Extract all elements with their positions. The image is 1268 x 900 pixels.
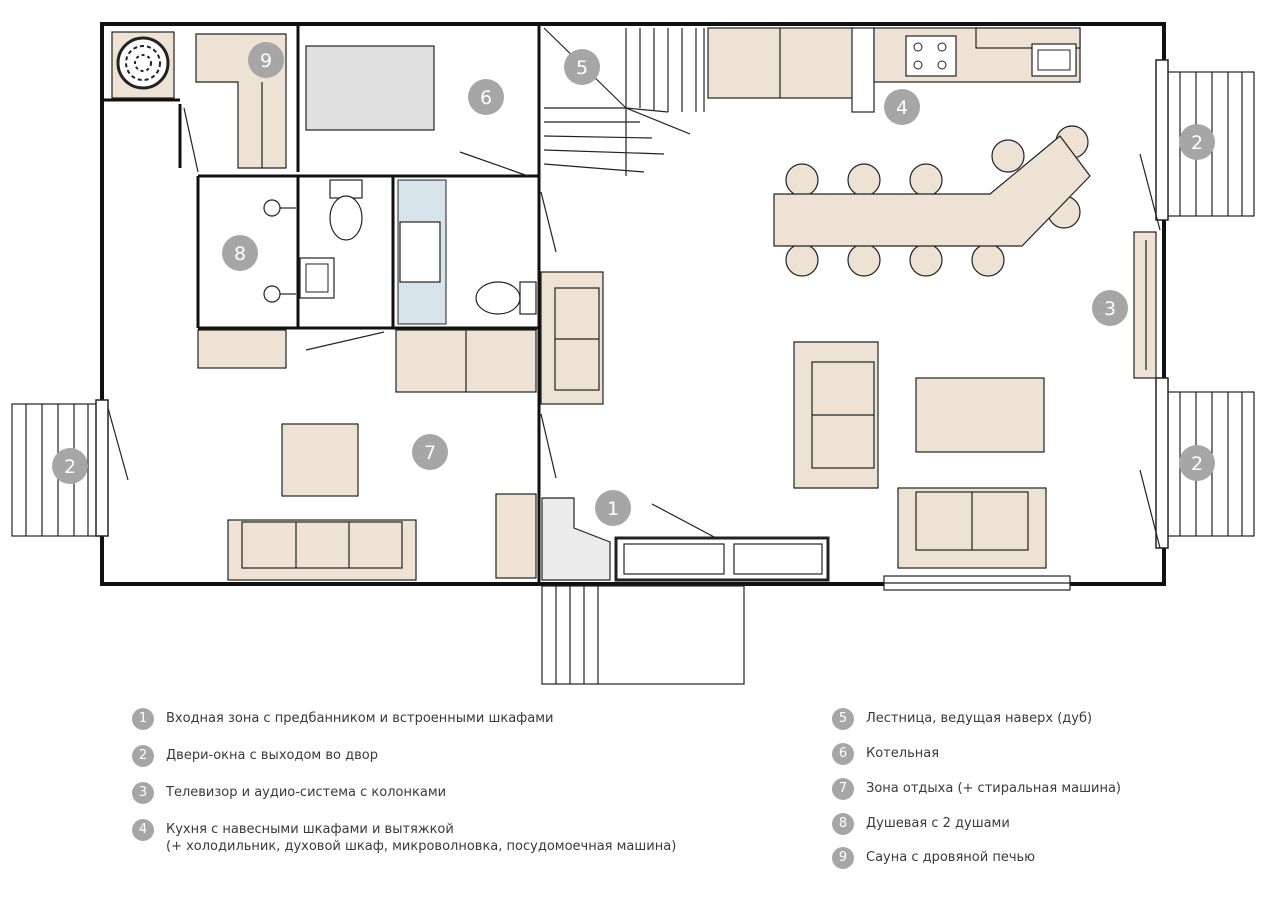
legend-label: Кухня с навесными шкафами и вытяжкой bbox=[166, 822, 454, 837]
legend-label: Зона отдыха (+ стиральная машина) bbox=[866, 781, 1121, 796]
marker-2-top-right: 2 bbox=[1179, 124, 1215, 160]
wc-left bbox=[299, 179, 363, 299]
svg-text:5: 5 bbox=[576, 57, 588, 79]
svg-text:3: 3 bbox=[1104, 298, 1116, 320]
marker-8: 8 bbox=[222, 235, 258, 271]
legend-label: Лестница, ведущая наверх (дуб) bbox=[866, 711, 1093, 726]
marker-2-left: 2 bbox=[52, 448, 88, 484]
legend-label: Сауна с дровяной печью bbox=[866, 850, 1036, 865]
legend-item-3: 3 Телевизор и аудио-система с колонками bbox=[132, 782, 446, 804]
svg-text:1: 1 bbox=[607, 498, 619, 520]
marker-9: 9 bbox=[248, 42, 284, 78]
legend-badge: 9 bbox=[832, 847, 854, 869]
legend-item-1: 1 Входная зона с предбанником и встроенн… bbox=[132, 708, 554, 730]
legend-label-group: Кухня с навесными шкафами и вытяжкой (+ … bbox=[166, 819, 676, 855]
legend-label: Входная зона с предбанником и встроенным… bbox=[166, 711, 554, 726]
legend-badge: 4 bbox=[132, 819, 154, 841]
svg-text:4: 4 bbox=[896, 97, 908, 119]
svg-text:8: 8 bbox=[234, 243, 246, 265]
legend-item-2: 2 Двери-окна с выходом во двор bbox=[132, 745, 378, 767]
showers bbox=[263, 199, 296, 303]
outer-wall bbox=[100, 22, 1166, 586]
hall-sofa bbox=[540, 271, 604, 405]
sauna-stove bbox=[111, 31, 175, 99]
bar-table bbox=[773, 125, 1091, 277]
doors bbox=[178, 104, 717, 625]
marker-7: 7 bbox=[412, 434, 448, 470]
kitchen-counters bbox=[707, 27, 1081, 113]
wc-right bbox=[399, 221, 537, 315]
svg-text:2: 2 bbox=[1191, 132, 1203, 154]
svg-text:2: 2 bbox=[64, 456, 76, 478]
legend-label: Котельная bbox=[866, 746, 940, 761]
living-furniture bbox=[793, 341, 1047, 569]
interior-walls bbox=[102, 24, 541, 584]
svg-text:2: 2 bbox=[1191, 453, 1203, 475]
legend-item-7: 7 Зона отдыха (+ стиральная машина) bbox=[832, 778, 1121, 800]
legend-item-6: 6 Котельная bbox=[832, 743, 939, 765]
svg-text:7: 7 bbox=[424, 442, 436, 464]
marker-1: 1 bbox=[595, 490, 631, 526]
legend-badge: 7 bbox=[832, 778, 854, 800]
legend-badge: 6 bbox=[832, 743, 854, 765]
marker-4: 4 bbox=[884, 89, 920, 125]
marker-5: 5 bbox=[564, 49, 600, 85]
legend-label: Двери-окна с выходом во двор bbox=[166, 748, 378, 763]
legend-item-5: 5 Лестница, ведущая наверх (дуб) bbox=[832, 708, 1092, 730]
cooktop bbox=[905, 35, 957, 77]
kitchen-sink bbox=[1031, 43, 1077, 77]
marker-6: 6 bbox=[468, 79, 504, 115]
legend-item-4: 4 Кухня с навесными шкафами и вытяжкой (… bbox=[132, 819, 676, 855]
marker-2-bottom-right: 2 bbox=[1179, 445, 1215, 481]
legend-item-9: 9 Сауна с дровяной печью bbox=[832, 847, 1035, 869]
legend-item-8: 8 Душевая с 2 душами bbox=[832, 813, 1010, 835]
entrance-cabinets bbox=[541, 497, 830, 582]
front-steps bbox=[541, 585, 745, 685]
tv-unit bbox=[1133, 231, 1157, 379]
legend-badge: 2 bbox=[132, 745, 154, 767]
rest-zone-furniture bbox=[197, 329, 537, 581]
svg-text:9: 9 bbox=[260, 50, 272, 72]
legend-sublabel: (+ холодильник, духовой шкаф, микроволно… bbox=[166, 839, 677, 854]
staircase bbox=[543, 27, 705, 176]
marker-3: 3 bbox=[1092, 290, 1128, 326]
legend-label: Душевая с 2 душами bbox=[866, 816, 1010, 831]
boiler-unit bbox=[305, 45, 435, 131]
legend-badge: 8 bbox=[832, 813, 854, 835]
legend-badge: 3 bbox=[132, 782, 154, 804]
legend-badge: 1 bbox=[132, 708, 154, 730]
legend-badge: 5 bbox=[832, 708, 854, 730]
legend-label: Телевизор и аудио-система с колонками bbox=[166, 785, 447, 800]
svg-text:6: 6 bbox=[480, 87, 492, 109]
